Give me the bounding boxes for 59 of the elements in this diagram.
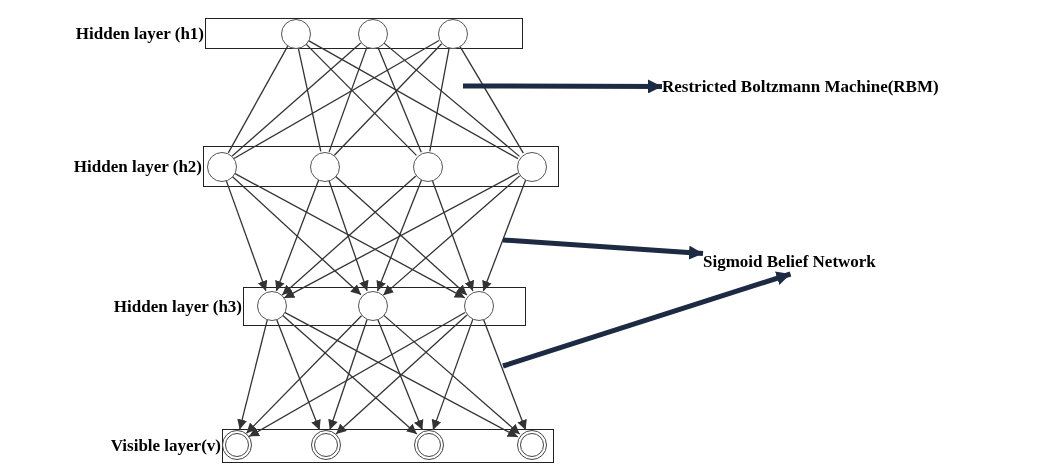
connection-line	[297, 47, 322, 152]
annotation-text: Sigmoid Belief Network	[703, 250, 953, 274]
connection-line	[307, 39, 519, 160]
neuron-circle	[311, 430, 341, 460]
neuron-circle	[517, 430, 547, 460]
connection-line	[227, 45, 289, 154]
arrow	[334, 175, 468, 296]
arrow	[237, 318, 268, 431]
arrow	[245, 315, 363, 434]
arrow	[376, 318, 424, 431]
neuron-circle	[358, 291, 388, 321]
connection-line	[459, 45, 524, 154]
leader-arrow	[502, 271, 792, 369]
arrow	[248, 311, 466, 438]
arrow	[431, 318, 474, 431]
arrow	[231, 175, 362, 296]
neuron-circle	[281, 19, 311, 49]
arrow	[482, 318, 527, 431]
arrow	[275, 318, 321, 431]
layer-label: Visible layer(v)	[110, 436, 221, 456]
connection-line	[377, 46, 422, 153]
neuron-circle	[207, 152, 237, 182]
neuron-circle	[358, 19, 388, 49]
connection-line	[382, 41, 521, 158]
connection-line	[231, 42, 362, 157]
arrow	[283, 172, 519, 299]
neuron-circle	[413, 152, 443, 182]
arrow	[482, 179, 527, 292]
connection-line	[328, 46, 368, 153]
arrow	[233, 172, 466, 299]
layer-label: Hidden layer (h2)	[73, 156, 202, 177]
arrow	[281, 175, 417, 296]
connection-line	[429, 47, 450, 152]
neuron-circle	[414, 430, 444, 460]
arrow	[382, 175, 521, 296]
arrow	[431, 179, 475, 292]
leader-arrow	[502, 237, 704, 260]
arrow	[328, 179, 369, 292]
neuron-circle	[310, 152, 340, 182]
annotation-text: Restricted Boltzmann Machine(RBM)	[662, 75, 1044, 99]
layer-label: Hidden layer (h1)	[75, 23, 204, 44]
connection-line	[304, 43, 418, 156]
neuron-circle	[464, 291, 494, 321]
layer-label: Hidden layer (h3)	[113, 296, 242, 317]
arrow	[328, 318, 368, 431]
neuron-circle	[257, 291, 287, 321]
leader-arrow	[463, 79, 662, 94]
neuron-circle	[517, 152, 547, 182]
arrow	[382, 314, 521, 435]
arrow	[225, 179, 268, 292]
arrow	[281, 314, 418, 435]
arrow	[275, 179, 320, 292]
arrow	[283, 311, 519, 438]
connection-line	[233, 39, 440, 160]
arrow	[335, 314, 468, 435]
connection-line	[333, 43, 443, 156]
arrow	[376, 179, 423, 292]
neuron-circle	[438, 19, 468, 49]
neuron-circle	[222, 430, 252, 460]
